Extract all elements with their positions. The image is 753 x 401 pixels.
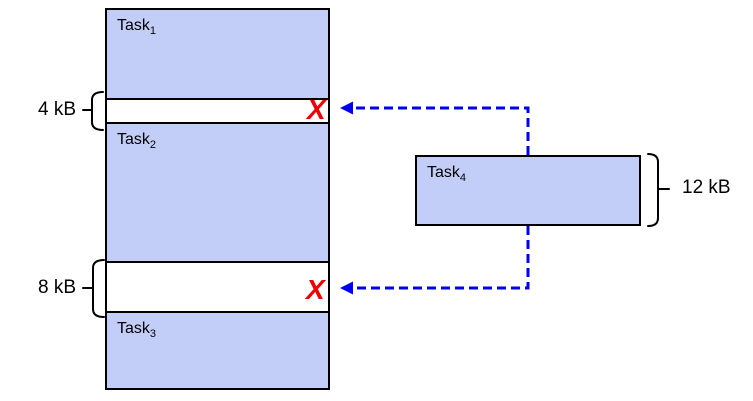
task4-size-label: 12 kB — [682, 177, 731, 198]
task3-label: Task3 — [117, 320, 157, 341]
task2-label: Task2 — [117, 131, 157, 152]
dashed-arrow-top-line — [352, 106, 530, 155]
dashed-arrow-bottom-line — [352, 226, 530, 290]
task4-block: Task4 — [415, 155, 641, 226]
reject-x-bottom-icon: X — [306, 274, 325, 305]
free-gap-8kb — [107, 263, 328, 313]
reject-x-top-icon: X — [307, 94, 326, 125]
task1-block: Task1 — [107, 10, 328, 100]
brace-8kb-icon — [82, 259, 105, 318]
gap-bottom-size-label: 8 kB — [37, 277, 76, 298]
task3-block: Task3 — [107, 313, 328, 388]
memory-column: Task1 Task2 Task3 — [105, 8, 330, 390]
gap-top-size-label: 4 kB — [37, 99, 76, 120]
brace-12kb-icon — [647, 153, 670, 227]
arrowhead-top-icon — [340, 101, 353, 115]
brace-4kb-icon — [82, 91, 104, 131]
arrowhead-bottom-icon — [340, 281, 353, 295]
task1-label: Task1 — [117, 17, 157, 38]
task4-label: Task4 — [427, 164, 467, 185]
free-gap-4kb — [107, 100, 328, 124]
task2-block: Task2 — [107, 124, 328, 263]
